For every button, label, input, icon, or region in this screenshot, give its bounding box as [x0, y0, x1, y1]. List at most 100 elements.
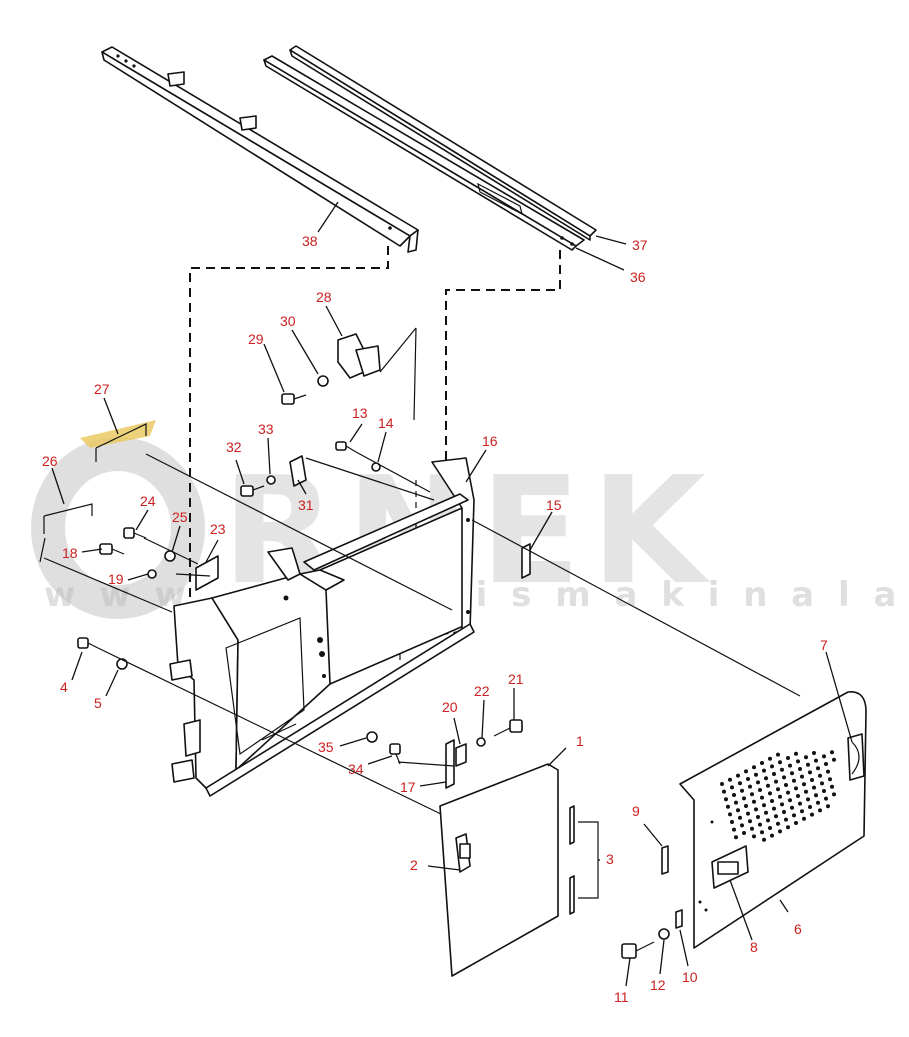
- washer-30: [317, 375, 329, 387]
- perforation-hole: [756, 815, 760, 819]
- perforation-hole: [810, 778, 814, 782]
- perforation-hole: [826, 769, 830, 774]
- callout-5: 5: [94, 695, 102, 711]
- callout-38: 38: [302, 233, 318, 249]
- perforation-hole: [804, 755, 808, 760]
- bolt-11: [621, 941, 655, 959]
- perforation-hole: [808, 805, 812, 809]
- perforation-hole: [830, 784, 834, 789]
- perforation-hole: [754, 772, 758, 777]
- bolt-24: [123, 527, 147, 539]
- bolt-29: [281, 393, 307, 405]
- door-panel-1: [439, 763, 559, 977]
- perforation-hole: [796, 759, 800, 764]
- plate-10: [675, 909, 683, 929]
- perforation-hole: [744, 769, 748, 774]
- callout-22: 22: [474, 683, 490, 699]
- perforation-hole: [732, 827, 736, 832]
- perforation-hole: [734, 835, 738, 840]
- perforation-hole: [818, 808, 822, 813]
- perforation-hole: [766, 818, 770, 823]
- perforation-hole: [824, 762, 828, 766]
- callout-37: 37: [632, 237, 648, 253]
- perforation-hole: [798, 767, 802, 771]
- perforation-hole: [770, 833, 774, 838]
- perforation-hole: [776, 821, 780, 826]
- strips-3: [569, 805, 599, 915]
- bolt-4: [77, 637, 99, 649]
- callout-21: 21: [508, 671, 524, 687]
- handle-27: [95, 423, 147, 462]
- perforation-hole: [832, 792, 836, 797]
- perforation-hole: [780, 802, 784, 807]
- rail-37: [289, 45, 597, 241]
- perforation-hole: [814, 793, 818, 798]
- perforation-hole: [730, 820, 734, 824]
- perforation-hole: [736, 808, 740, 813]
- callout-3: 3: [606, 851, 614, 867]
- callout-7: 7: [820, 637, 828, 653]
- perforation-hole: [782, 810, 786, 814]
- callout-24: 24: [140, 493, 156, 509]
- perforation-hole: [784, 783, 788, 787]
- perforation-hole: [744, 804, 748, 808]
- perforation-hole: [808, 770, 812, 775]
- perforation-hole: [794, 751, 798, 756]
- perforation-hole: [830, 750, 834, 755]
- door-panel-6: [679, 691, 867, 949]
- bolt-34: [389, 743, 401, 765]
- perforation-hole: [738, 815, 742, 820]
- perforation-hole: [826, 804, 830, 809]
- perforation-hole: [792, 813, 796, 818]
- plate-20: [455, 743, 467, 767]
- perforation-hole: [756, 780, 760, 785]
- perforation-hole: [798, 801, 802, 806]
- callout-36: 36: [630, 269, 646, 285]
- perforation-hole: [774, 814, 778, 819]
- perforation-grid: [720, 750, 836, 842]
- perforation-hole: [788, 798, 792, 803]
- callout-28: 28: [316, 289, 332, 305]
- strip-9: [661, 845, 669, 875]
- perforation-hole: [760, 761, 764, 765]
- bolt-21: [493, 719, 523, 737]
- perforation-hole: [802, 816, 806, 821]
- perforation-hole: [748, 784, 752, 789]
- perforation-hole: [734, 800, 738, 805]
- callout-11: 11: [614, 989, 629, 1005]
- perforation-hole: [728, 812, 732, 817]
- callout-23: 23: [210, 521, 226, 537]
- perforation-hole: [722, 789, 726, 794]
- washer-22: [476, 737, 486, 747]
- perforation-hole: [782, 775, 786, 780]
- callout-17: 17: [400, 779, 416, 795]
- callouts: 1 2 3 4 5 6 7 8 9 10 11 12 13 14 15 16 1…: [42, 233, 828, 1005]
- perforation-hole: [788, 763, 792, 768]
- perforation-hole: [824, 796, 828, 801]
- perforation-hole: [802, 782, 806, 787]
- callout-2: 2: [410, 857, 418, 873]
- perforation-hole: [770, 799, 774, 803]
- callout-16: 16: [482, 433, 498, 449]
- callout-31: 31: [298, 497, 314, 513]
- perforation-hole: [742, 831, 746, 835]
- perforation-hole: [810, 812, 814, 817]
- perforation-hole: [740, 823, 744, 828]
- perforation-hole: [814, 758, 818, 763]
- perforation-hole: [740, 788, 744, 793]
- leader-lines: [51, 201, 853, 987]
- washer-19: [147, 569, 157, 579]
- perforation-hole: [752, 799, 756, 804]
- perforation-hole: [764, 776, 768, 781]
- perforation-hole: [776, 752, 780, 757]
- rail-38: [101, 46, 419, 253]
- perforation-hole: [806, 762, 810, 767]
- perforation-hole: [794, 821, 798, 825]
- perforation-hole: [796, 794, 800, 798]
- perforation-hole: [754, 807, 758, 812]
- callout-30: 30: [280, 313, 296, 329]
- perforation-hole: [768, 756, 772, 761]
- callout-8: 8: [750, 939, 758, 955]
- perforation-hole: [762, 837, 766, 842]
- perforation-hole: [720, 782, 724, 786]
